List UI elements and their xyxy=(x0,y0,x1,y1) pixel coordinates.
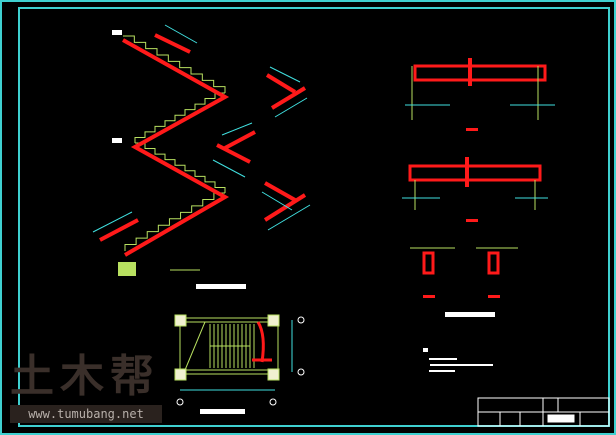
stair-steps xyxy=(124,192,225,251)
stair-steps xyxy=(135,142,226,193)
stair-steps xyxy=(123,35,226,93)
stair-steps xyxy=(134,92,225,143)
stair-section-view xyxy=(92,24,230,276)
small-sections xyxy=(410,247,518,298)
rebar-detail xyxy=(154,33,191,54)
watermark-url: www.tumubang.net xyxy=(10,405,162,423)
notes xyxy=(423,348,493,372)
beam-section-2 xyxy=(402,157,548,222)
detail-title xyxy=(445,312,495,317)
section-title xyxy=(196,284,246,289)
stair-slab-rebar xyxy=(122,38,230,257)
stair-plan-view xyxy=(174,314,305,406)
drawing-border xyxy=(18,7,610,427)
title-block xyxy=(477,397,610,427)
footing xyxy=(118,262,136,276)
rebar-bend-details xyxy=(216,73,307,222)
watermark-logo: 土木帮 xyxy=(10,351,160,402)
plan-title xyxy=(200,409,245,414)
beam-section-1 xyxy=(405,58,555,131)
rebar-detail xyxy=(99,218,139,242)
